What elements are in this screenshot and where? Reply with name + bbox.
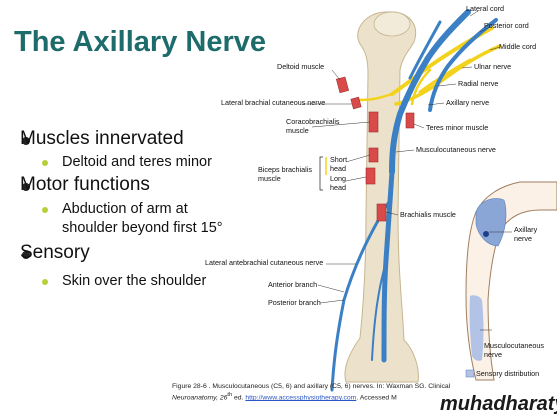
teres-minor-marker (405, 112, 415, 129)
sub-bullet-abduction-2: shoulder beyond first 15° (62, 220, 223, 236)
label-long-head-1: Long (330, 174, 346, 183)
sub-bullet-abduction-1: Abduction of arm at (62, 201, 188, 217)
biceps-long-marker (365, 167, 376, 185)
label-middle-cord: Middle cord (499, 42, 537, 51)
figure-caption: Figure 28-6 . Musculocutaneous (C5, 6) a… (172, 382, 450, 402)
biceps-short-marker (368, 147, 379, 163)
label-anterior-branch: Anterior branch (268, 280, 318, 289)
caption-line-2: Neuroanatomy, 26th ed. http://www.access… (172, 391, 450, 402)
caption-accessed: . Accessed M (356, 394, 397, 402)
label-long-head-2: head (330, 183, 346, 192)
label-biceps-1: Biceps brachialis (258, 165, 312, 174)
label-posterior-branch: Posterior branch (268, 298, 321, 307)
bullet-dot (22, 137, 30, 145)
sub-bullet-dot (42, 207, 48, 213)
label-coracobrachialis-1: Coracobrachialis (286, 117, 340, 126)
label-teres-minor: Teres minor muscle (426, 123, 489, 132)
brachialis-marker (376, 203, 387, 222)
caption-line-1: Figure 28-6 . Musculocutaneous (C5, 6) a… (172, 383, 451, 390)
sub-bullet-dot (42, 279, 48, 285)
bullet-motor-functions: Motor functions (20, 174, 150, 195)
label-biceps-2: muscle (258, 174, 281, 183)
label-short-head-2: head (330, 164, 346, 173)
label-ulnar-nerve: Ulnar nerve (474, 62, 512, 71)
label-lateral-brachial-cutaneous: Lateral brachial cutaneous nerve (221, 98, 326, 107)
label-inset-musculocutaneous-2: nerve (484, 350, 502, 359)
caption-book-title: Neuroanatomy, 26 (172, 394, 228, 402)
label-inset-axillary-2: nerve (514, 234, 532, 243)
caption-link[interactable]: http://www.accessphysiotherapy.com (245, 394, 357, 402)
inset-arm-figure (465, 181, 557, 381)
label-inset-musculocutaneous-1: Musculocutaneous (484, 341, 544, 350)
label-short-head-1: Short (330, 155, 348, 164)
label-axillary-nerve: Axillary nerve (446, 98, 490, 107)
label-lateral-antebrachial-cutaneous: Lateral antebrachial cutaneous nerve (205, 258, 324, 267)
sensory-distribution-legend-swatch (465, 369, 475, 378)
slide-title: The Axillary Nerve (14, 26, 266, 58)
watermark: muhadharaty.com (440, 393, 557, 415)
label-sensory-distribution: Sensory distribution (476, 369, 540, 378)
sub-bullet-skin-shoulder: Skin over the shoulder (62, 273, 207, 289)
sub-bullet-deltoid-teres: Deltoid and teres minor (62, 154, 212, 170)
bullet-muscles-innervated: Muscles innervated (20, 128, 184, 149)
blue-nerves (330, 9, 498, 392)
leader-lines (302, 10, 501, 304)
deltoid-marker (335, 76, 350, 94)
caption-superscript: th (227, 392, 233, 398)
label-lateral-cord: Lateral cord (466, 4, 504, 13)
bullet-dot (22, 251, 30, 259)
sub-bullet-dot (42, 160, 48, 166)
caption-edition: ed. (232, 394, 246, 402)
humerus-bone (344, 11, 419, 383)
lat-brachial-marker (350, 96, 362, 110)
label-brachialis: Brachialis muscle (400, 210, 456, 219)
bullet-dot (22, 183, 30, 191)
bullet-sensory: Sensory (20, 242, 90, 263)
label-posterior-cord: Posterior cord (484, 21, 529, 30)
label-coracobrachialis-2: muscle (286, 126, 309, 135)
label-inset-axillary-1: Axillary (514, 225, 538, 234)
coracobrachialis-marker (368, 111, 379, 133)
label-deltoid: Deltoid muscle (277, 62, 325, 71)
label-musculocutaneous-nerve: Musculocutaneous nerve (416, 145, 496, 154)
label-radial-nerve: Radial nerve (458, 79, 499, 88)
